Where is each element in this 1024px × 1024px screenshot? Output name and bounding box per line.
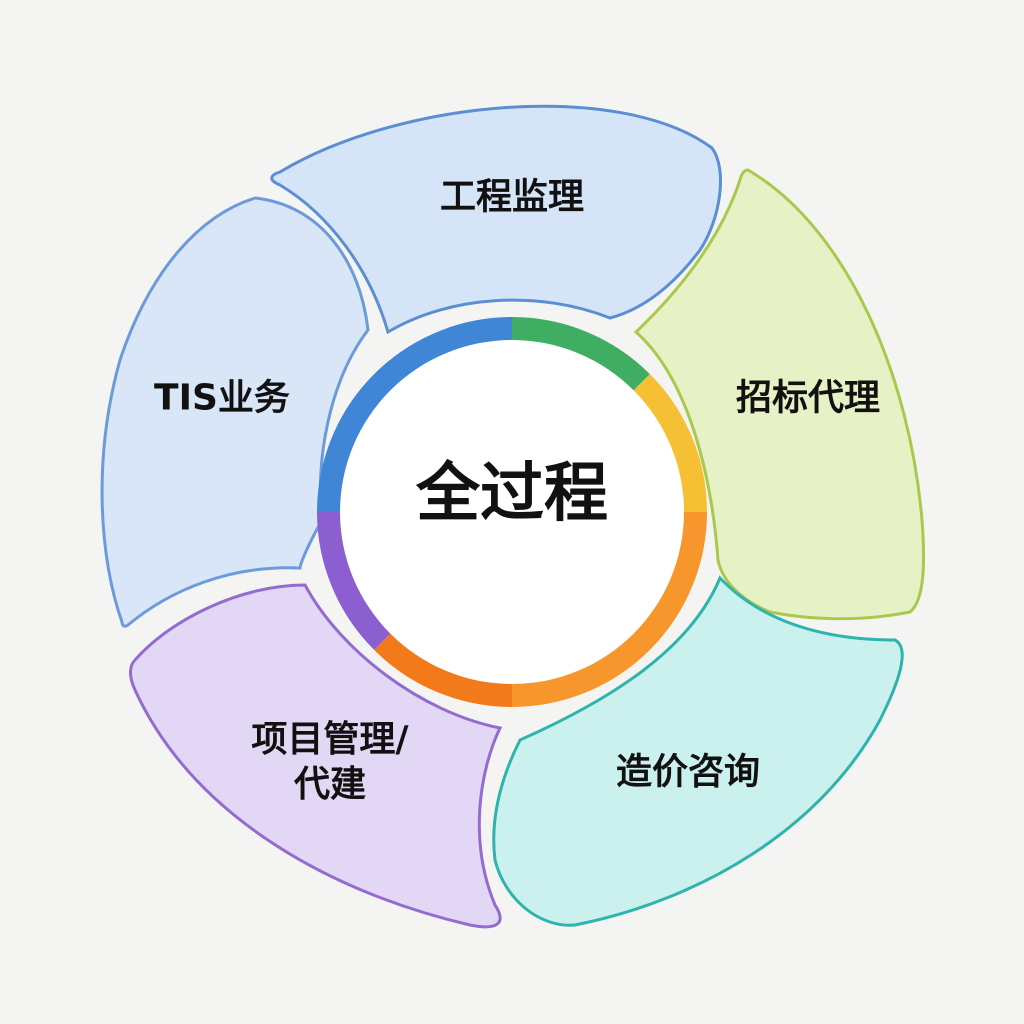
ring-dark-orange <box>374 632 513 707</box>
label-project-management-line2: 代建 <box>293 764 366 805</box>
ring-blue <box>317 317 513 513</box>
label-tis-business: TIS业务 <box>154 377 290 419</box>
label-bidding-agency: 招标代理 <box>735 377 881 419</box>
ring-purple <box>317 511 392 650</box>
ring-yellow <box>632 374 707 513</box>
center-circle <box>340 340 684 684</box>
ring-orange <box>511 511 707 707</box>
segment-engineering-supervision[interactable] <box>270 104 723 335</box>
label-cost-consulting: 造价咨询 <box>615 751 761 793</box>
label-project-management-line1: 项目管理/ <box>251 719 409 760</box>
label-engineering-supervision: 工程监理 <box>439 176 585 218</box>
progress-ring <box>317 317 707 707</box>
segment-tis-business[interactable] <box>100 196 370 628</box>
ring-green <box>511 317 650 392</box>
label-project-management: 项目管理/ 代建 <box>251 717 408 807</box>
segment-cost-consulting[interactable] <box>492 575 904 927</box>
segment-project-management[interactable] <box>129 583 503 929</box>
center-title: 全过程 <box>416 457 608 531</box>
